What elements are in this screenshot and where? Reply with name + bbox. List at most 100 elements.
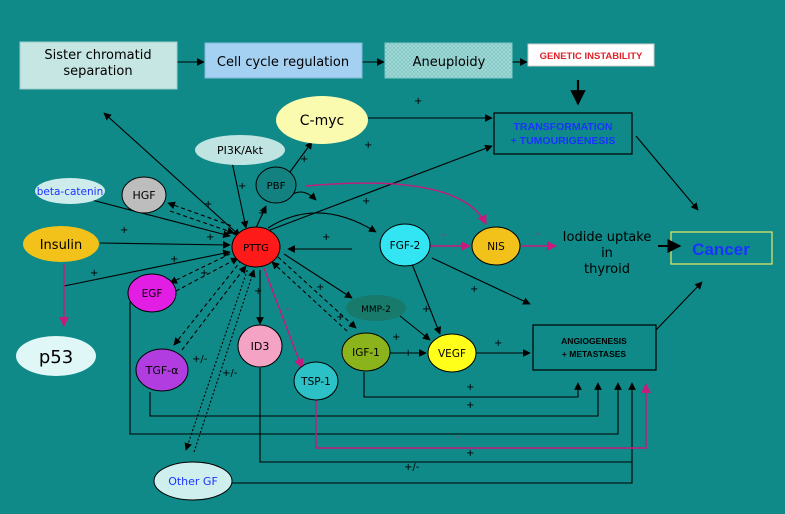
- edge-egf-pttg-a: [169, 251, 235, 284]
- edge-betacatenin-pttg: [91, 199, 231, 238]
- edge-pttg-tsp1: [263, 267, 304, 369]
- node-other-gf: Other GF: [153, 461, 233, 501]
- edge-pttg-sister: [103, 112, 241, 237]
- sign-plus: +: [300, 154, 308, 165]
- edge-pttg-transformation: [269, 144, 493, 231]
- edge-pbf-cmyc: [289, 141, 313, 173]
- sign-minus: -: [536, 229, 540, 240]
- edge-angio-cancer: [655, 281, 703, 331]
- sign-plus: +: [204, 199, 212, 210]
- edge-fgf2-vegf: [411, 263, 442, 335]
- edge-id3-angio-bottom: [259, 368, 636, 463]
- svg-text:Other GF: Other GF: [168, 475, 218, 488]
- node-vegf: VEGF: [427, 333, 477, 373]
- sign-minus: -: [456, 432, 460, 443]
- node-igf1: IGF-1: [341, 332, 391, 372]
- node-pi3k: PI3K/Akt: [195, 135, 285, 165]
- sign-plus: +: [470, 284, 478, 295]
- edge-fgf2-angio: [431, 257, 531, 305]
- edge-insulin-pttg: [99, 241, 231, 249]
- edge-pttg-mmp2: [283, 253, 353, 299]
- svg-text:Cell cycle regulation: Cell cycle regulation: [217, 55, 349, 70]
- svg-text:TGF-α: TGF-α: [145, 364, 179, 377]
- svg-text:EGF: EGF: [142, 288, 163, 300]
- edge-pttg-igf1-b: [277, 256, 357, 329]
- sign-minus: -: [412, 168, 416, 179]
- sign-minus: -: [286, 304, 290, 315]
- sign-plus: +: [170, 254, 178, 265]
- svg-text:NIS: NIS: [487, 241, 505, 253]
- sign-minus: -: [442, 230, 446, 241]
- edge-pttg-fgf2: [267, 212, 377, 233]
- edge-p53-pttg: [63, 249, 231, 287]
- node-egf: EGF: [127, 273, 177, 313]
- svg-text:GENETIC INSTABILITY: GENETIC INSTABILITY: [540, 51, 643, 62]
- edge-tgfa-pttg-a: [173, 261, 241, 346]
- node-fgf2: FGF-2: [379, 223, 431, 267]
- edge-pbf-nis: [305, 182, 487, 225]
- svg-text:Cancer: Cancer: [692, 240, 750, 259]
- node-cmyc: C-myc: [276, 96, 368, 144]
- node-tsp1: TSP-1: [293, 361, 339, 401]
- edge-egf-angio-bottom: [129, 302, 622, 435]
- svg-text:C-myc: C-myc: [300, 113, 344, 129]
- node-pttg: PTTG: [231, 226, 281, 268]
- sign-plusminus: +/-: [222, 368, 238, 379]
- node-beta-catenin: beta-catenin: [35, 178, 105, 204]
- sign-plus: +: [362, 196, 370, 207]
- svg-text:FGF-2: FGF-2: [390, 240, 421, 252]
- edge-tgfa-pttg-b: [181, 265, 247, 351]
- edge-transformation-cancer: [635, 135, 699, 211]
- svg-text:Aneuploidy: Aneuploidy: [413, 55, 486, 70]
- svg-text:TSP-1: TSP-1: [300, 376, 331, 388]
- edges-inhibitory: [59, 182, 651, 449]
- box-cancer: Cancer: [670, 231, 773, 265]
- svg-text:Insulin: Insulin: [40, 238, 83, 253]
- svg-text:IGF-1: IGF-1: [352, 347, 380, 359]
- node-id3: ID3: [237, 324, 283, 368]
- svg-text:PTTG: PTTG: [243, 243, 269, 254]
- edge-igf1-angio-bottom: [363, 372, 582, 398]
- edge-egf-pttg-b: [175, 257, 239, 292]
- sign-plus: +: [414, 96, 422, 107]
- edge-signs: + + + + + + + + + + + + + + + + + + + + …: [90, 96, 540, 473]
- edge-tgfa-angio-bottom: [149, 382, 602, 417]
- box-transformation: TRANSFORMATION+ TUMOURIGENESIS: [493, 112, 633, 155]
- edge-othergf-pttg-a: [184, 267, 249, 451]
- sign-plus: +: [392, 332, 400, 343]
- svg-text:PBF: PBF: [267, 181, 286, 192]
- sign-plus: +: [404, 348, 412, 359]
- edge-mmp2-vegf: [399, 315, 431, 341]
- svg-text:MMP-2: MMP-2: [361, 305, 391, 315]
- sign-plus: +: [258, 208, 266, 219]
- svg-text:p53: p53: [39, 347, 73, 368]
- node-pbf: PBF: [255, 166, 297, 204]
- node-nis: NIS: [471, 226, 521, 266]
- sign-plus: +: [238, 181, 246, 192]
- node-tgfa: TGF-α: [135, 348, 189, 392]
- edge-othergf-angio-bottom: [230, 462, 633, 484]
- sign-plus: +: [120, 225, 128, 236]
- sign-plus: +: [466, 400, 474, 411]
- node-p53: p53: [16, 336, 96, 376]
- svg-text:ID3: ID3: [251, 340, 270, 353]
- svg-text:VEGF: VEGF: [438, 348, 466, 360]
- sign-plus: +: [494, 338, 502, 349]
- svg-text:beta-catenin: beta-catenin: [37, 186, 103, 198]
- sign-plus: +: [316, 282, 324, 293]
- svg-text:PI3K/Akt: PI3K/Akt: [217, 144, 264, 157]
- node-hgf: HGF: [121, 176, 167, 214]
- edge-hgf-pttg-a: [167, 201, 233, 227]
- sign-plus: +: [200, 268, 208, 279]
- svg-text:TRANSFORMATION+ TUMOURIGENESIS: TRANSFORMATION+ TUMOURIGENESIS: [511, 121, 616, 147]
- node-insulin: Insulin: [23, 226, 99, 262]
- sign-plusminus: +/-: [404, 462, 420, 473]
- sign-plus: +: [422, 304, 430, 315]
- box-genetic-instability: GENETIC INSTABILITY: [527, 43, 655, 67]
- sign-plus: +: [336, 312, 344, 323]
